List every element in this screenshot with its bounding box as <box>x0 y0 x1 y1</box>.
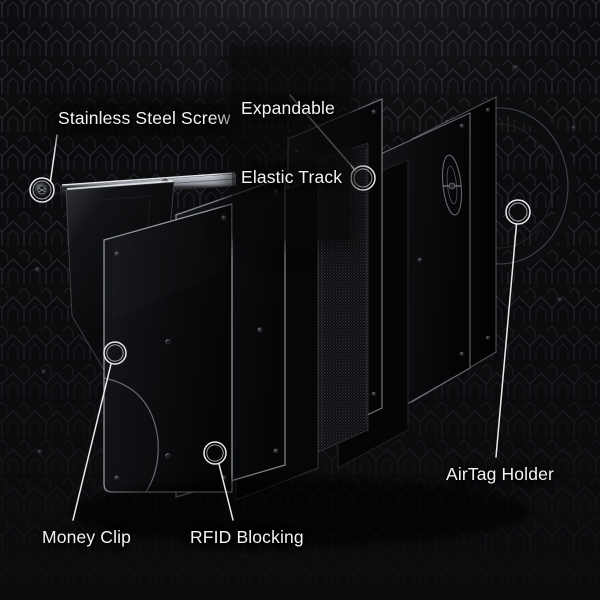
callout-label-rfid-blocking[interactable]: RFID Blocking <box>190 527 304 547</box>
callout-label-line-2: Elastic Track <box>241 167 343 187</box>
thumb-slide-cutout <box>103 377 159 493</box>
callout-label-airtag-holder[interactable]: AirTag Holder <box>446 464 554 484</box>
callout-label-stainless-steel-screw[interactable]: Stainless Steel Screw <box>49 104 240 134</box>
logo-emboss <box>441 154 463 216</box>
stainless-steel-screw <box>34 182 50 198</box>
callout-label-money-clip[interactable]: Money Clip <box>42 527 132 547</box>
callout-label-line-1: Expandable <box>241 98 335 118</box>
callout-label-expandable-elastic-track[interactable]: Expandable Elastic Track <box>232 47 352 240</box>
background-screws <box>34 65 577 455</box>
front-plate <box>103 203 233 493</box>
